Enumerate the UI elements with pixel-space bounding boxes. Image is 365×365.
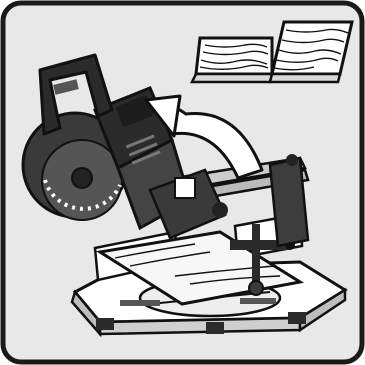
wood-block-icon [270, 22, 352, 82]
wood-block-icon [192, 38, 272, 82]
